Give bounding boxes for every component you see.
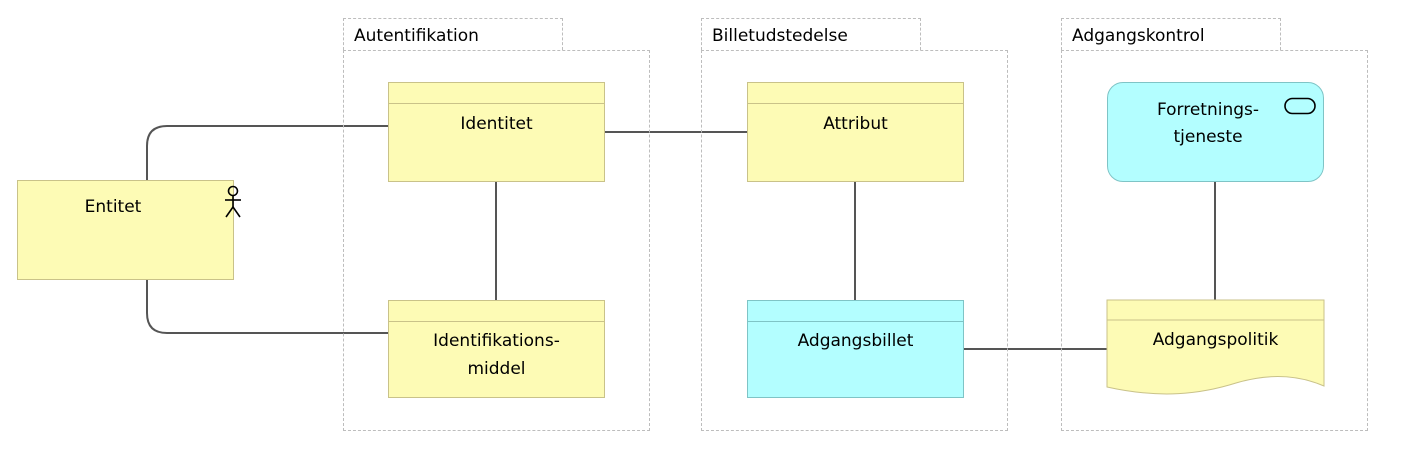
node-identification-means[interactable]: Identifikations- middel [388,300,605,398]
node-access-ticket-header [748,301,963,322]
group-access-control-label: Adgangskontrol [1072,26,1205,46]
node-access-ticket[interactable]: Adgangsbillet [747,300,964,398]
group-ticketing[interactable] [701,50,1008,431]
group-authentication-tab: Autentifikation [343,18,563,50]
node-business-service-label-line1: Forretnings- [1156,100,1260,120]
service-icon [1284,97,1316,115]
node-identity-label: Identitet [460,114,533,134]
node-identification-means-label-line2: middel [467,359,526,379]
group-authentication-label: Autentifikation [354,26,479,46]
group-ticketing-tab: Billetudstedelse [701,18,921,50]
group-access-control[interactable] [1061,50,1368,431]
node-business-service[interactable]: Forretnings- tjeneste [1107,82,1324,182]
node-attribute-header [748,83,963,104]
node-identification-means-header [389,301,604,322]
node-access-policy[interactable]: Adgangspolitik [1107,300,1324,390]
node-business-service-label-line2: tjeneste [1173,127,1243,147]
group-authentication[interactable] [343,50,650,431]
actor-icon [225,185,241,218]
node-access-policy-shape [1106,299,1325,395]
node-access-policy-label: Adgangspolitik [1152,330,1279,350]
node-attribute-label: Attribut [823,114,888,134]
node-access-ticket-label: Adgangsbillet [797,331,914,351]
node-identity-header [389,83,604,104]
group-ticketing-label: Billetudstedelse [712,26,848,46]
node-identity[interactable]: Identitet [388,82,605,182]
node-entity[interactable]: Entitet [17,180,241,280]
group-access-control-tab: Adgangskontrol [1061,18,1281,50]
node-identification-means-label-line1: Identifikations- [433,331,560,351]
node-attribute[interactable]: Attribut [747,82,964,182]
node-entity-label: Entitet [84,197,142,217]
